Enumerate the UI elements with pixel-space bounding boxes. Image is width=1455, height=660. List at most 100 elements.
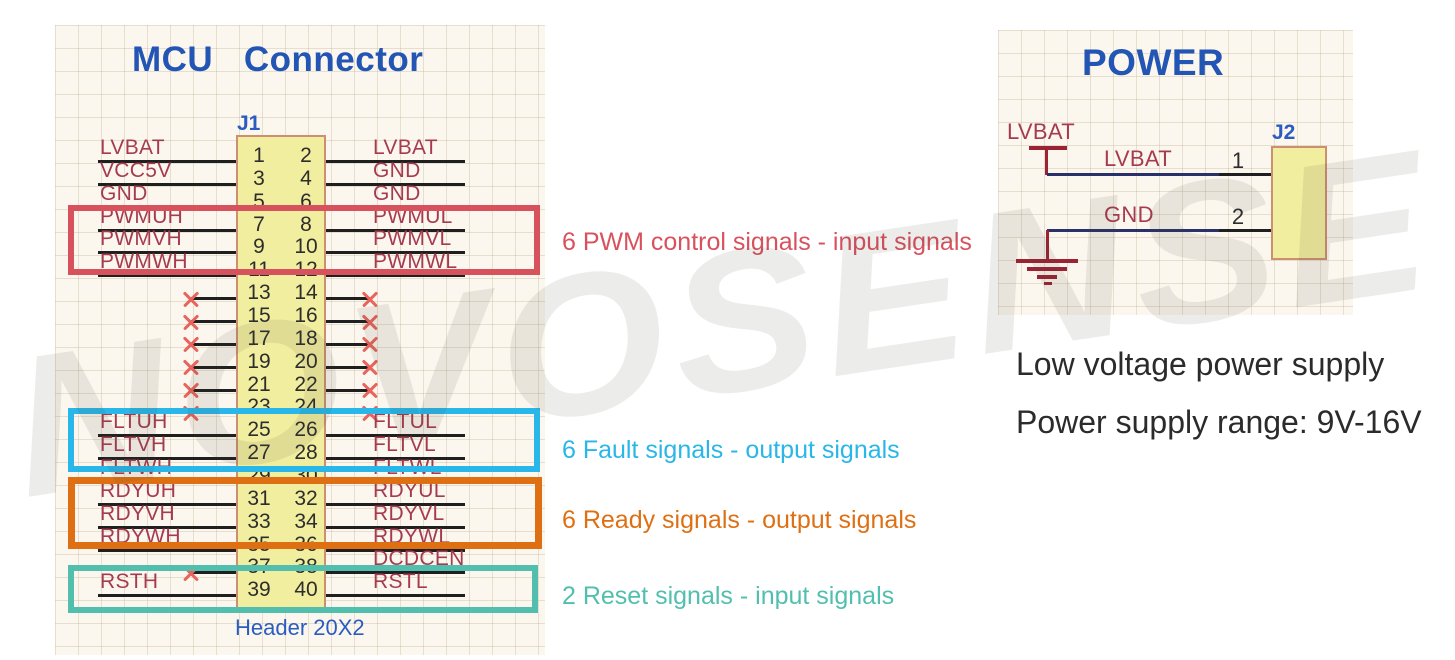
wire	[98, 502, 236, 506]
gnd-wire	[1047, 229, 1219, 232]
pin-number: 1	[253, 144, 265, 167]
net-label: FLTUH	[100, 410, 168, 434]
stub-wire	[191, 320, 236, 323]
power-bar-stem	[1045, 146, 1048, 175]
annotation-ready: 6 Ready signals - output signals	[562, 506, 917, 534]
pin-number: 32	[294, 486, 318, 510]
net-label: PWMVH	[100, 227, 182, 251]
j2-pin2-stub	[1219, 229, 1271, 232]
net-label: LVBAT	[373, 136, 438, 159]
ground-stem	[1046, 230, 1049, 260]
net-label: VCC5V	[100, 158, 172, 182]
pin-number: 21	[247, 372, 271, 396]
wire	[98, 160, 236, 163]
net-label: FLTVL	[373, 433, 436, 457]
no-connect-icon	[361, 290, 379, 308]
stub-wire	[326, 320, 370, 323]
pin-number: 9	[253, 235, 265, 259]
net-label: PWMWL	[373, 250, 458, 274]
j2-designator: J2	[1272, 121, 1296, 144]
stub-wire	[326, 297, 370, 301]
stub-wire	[191, 342, 236, 346]
j1-designator: J1	[237, 112, 261, 135]
annotation-fault: 6 Fault signals - output signals	[562, 436, 900, 464]
power-bar-icon	[1029, 146, 1067, 150]
j2-pin2-number: 2	[1231, 204, 1245, 229]
ground-bar-4	[1044, 282, 1052, 285]
stub-wire	[191, 365, 236, 369]
lvbat-wire	[1047, 173, 1219, 176]
annotation-pwm: 6 PWM control signals - input signals	[562, 228, 972, 256]
pin-number: 8	[300, 212, 312, 236]
net-label: LVBAT	[100, 136, 165, 159]
stub-wire	[326, 388, 370, 392]
net-label: RDYWL	[373, 524, 451, 548]
wire	[326, 228, 465, 232]
j2-connector-body	[1271, 146, 1327, 260]
no-connect-icon	[182, 313, 200, 331]
highlight-box-ready	[68, 477, 542, 549]
no-connect-icon	[361, 358, 379, 376]
net-label: RDYUL	[373, 478, 446, 502]
mcu-connector-title: MCU Connector	[132, 40, 424, 79]
net-label: RDYWH	[100, 524, 181, 548]
net-label: RDYVL	[373, 501, 445, 525]
pin-number: 15	[247, 304, 271, 327]
highlight-box-fault	[68, 408, 540, 472]
pin-number: 5	[253, 189, 265, 213]
wire	[98, 594, 236, 598]
pin-number: 14	[294, 281, 318, 305]
pin-number: 18	[294, 326, 318, 350]
net-label: PWMVL	[373, 227, 452, 251]
no-connect-icon	[182, 381, 200, 399]
wire	[98, 548, 236, 552]
wire	[326, 160, 465, 163]
pin-number: 17	[247, 326, 271, 350]
j2-pin1-number: 1	[1231, 148, 1245, 173]
power-note-line2: Power supply range: 9V-16V	[1016, 404, 1422, 440]
wire	[98, 434, 236, 438]
highlight-box-pwm	[68, 205, 540, 275]
ground-icon	[1016, 259, 1078, 263]
pin-number: 3	[253, 166, 265, 190]
stub-wire	[326, 342, 370, 346]
wire	[98, 525, 236, 529]
wire	[326, 274, 465, 278]
pin-number: 20	[294, 349, 318, 373]
power-note-line1: Low voltage power supply	[1016, 346, 1385, 382]
wire	[98, 182, 236, 186]
stub-wire	[191, 297, 236, 301]
net-label: RSTL	[373, 570, 428, 594]
pin-number: 33	[247, 509, 271, 533]
pin-number: 4	[300, 166, 312, 190]
ground-bar-3	[1037, 275, 1057, 279]
net-label: DCDCEN	[373, 547, 465, 571]
footprint-label: Header 20X2	[235, 615, 365, 640]
pin-number: 2	[300, 144, 312, 167]
net-label: RDYVH	[100, 501, 176, 525]
wire	[326, 594, 465, 598]
stub-wire	[191, 571, 236, 575]
no-connect-icon	[361, 381, 379, 399]
pin-number: 39	[247, 578, 271, 602]
no-connect-icon	[361, 313, 379, 331]
wire	[98, 251, 236, 255]
stub-wire	[191, 388, 236, 392]
net-label: GND	[373, 158, 421, 182]
pin-number: 28	[294, 441, 318, 465]
j2-pin1-stub	[1219, 173, 1271, 176]
stub-wire	[326, 365, 370, 369]
net-label: RDYUH	[100, 478, 177, 502]
pin-number: 26	[294, 418, 318, 442]
net-label: GND	[373, 181, 421, 205]
pin-number: 10	[294, 235, 318, 259]
pin-number: 40	[294, 578, 318, 602]
net-label: FLTUL	[373, 410, 438, 434]
wire	[98, 228, 236, 232]
pin-number: 27	[247, 441, 271, 465]
wire	[326, 434, 465, 438]
pin-number: 25	[247, 418, 271, 442]
pin-number: 31	[247, 486, 271, 510]
wire	[326, 502, 465, 506]
